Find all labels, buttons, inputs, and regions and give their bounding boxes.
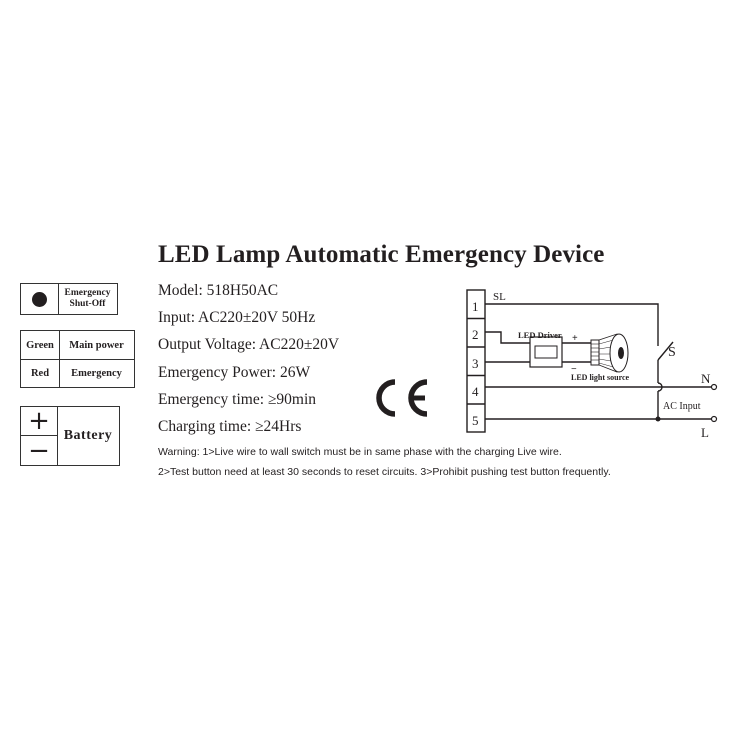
- indicator-light-legend: Green Main power Red Emergency: [20, 330, 135, 388]
- svg-text:+: +: [572, 333, 578, 344]
- battery-legend: + − Battery: [20, 406, 120, 466]
- spec-charging-time: Charging time: ≥24Hrs: [158, 418, 302, 435]
- indicator-row: Green Main power: [21, 331, 134, 360]
- plus-icon: +: [21, 406, 58, 436]
- wiring-diagram: 1 2 3 4 5 SL LED Driver + − LED light so…: [466, 289, 718, 440]
- warning-line-2: 2>Test button need at least 30 seconds t…: [158, 466, 611, 478]
- indicator-meaning: Main power: [69, 339, 124, 351]
- ce-mark-icon: [376, 379, 428, 417]
- svg-text:4: 4: [472, 384, 479, 399]
- svg-text:2: 2: [472, 327, 479, 342]
- emergency-shutoff-legend: Emergency Shut-Off: [20, 283, 118, 315]
- l-terminal-icon: [710, 415, 718, 423]
- minus-icon: −: [21, 436, 58, 466]
- svg-text:1: 1: [472, 299, 479, 314]
- shutoff-label: Emergency Shut-Off: [64, 288, 111, 309]
- spec-output-voltage: Output Voltage: AC220±20V: [158, 336, 340, 353]
- page-title: LED Lamp Automatic Emergency Device: [158, 241, 605, 268]
- terminal-block: [466, 289, 486, 433]
- n-terminal-icon: [710, 383, 718, 391]
- svg-text:−: −: [571, 364, 577, 375]
- indicator-color: Green: [21, 331, 60, 359]
- led-light-source-icon: [590, 333, 629, 373]
- battery-label: Battery: [63, 428, 113, 443]
- spec-input: Input: AC220±20V 50Hz: [158, 309, 316, 326]
- shutoff-button-cell: [21, 284, 59, 314]
- indicator-row: Red Emergency: [21, 359, 134, 387]
- indicator-meaning: Emergency: [71, 367, 122, 379]
- svg-text:5: 5: [472, 413, 479, 428]
- svg-text:LED Driver: LED Driver: [518, 330, 562, 340]
- junction-dot: [655, 416, 661, 422]
- filled-circle-button-icon: [32, 291, 47, 307]
- led-driver-icon: [529, 336, 563, 368]
- spec-emergency-time: Emergency time: ≥90min: [158, 391, 317, 408]
- svg-text:S: S: [668, 345, 676, 360]
- spec-emergency-power: Emergency Power: 26W: [158, 364, 311, 381]
- svg-text:L: L: [701, 425, 709, 440]
- indicator-color: Red: [21, 359, 60, 387]
- switch-icon: [657, 341, 674, 361]
- svg-text:AC Input: AC Input: [663, 401, 701, 412]
- spec-model: Model: 518H50AC: [158, 282, 279, 299]
- svg-text:SL: SL: [493, 291, 506, 303]
- svg-text:LED light source: LED light source: [571, 373, 630, 382]
- warning-line-1: Warning: 1>Live wire to wall switch must…: [158, 446, 562, 458]
- svg-text:N: N: [701, 371, 711, 386]
- svg-text:3: 3: [472, 356, 479, 371]
